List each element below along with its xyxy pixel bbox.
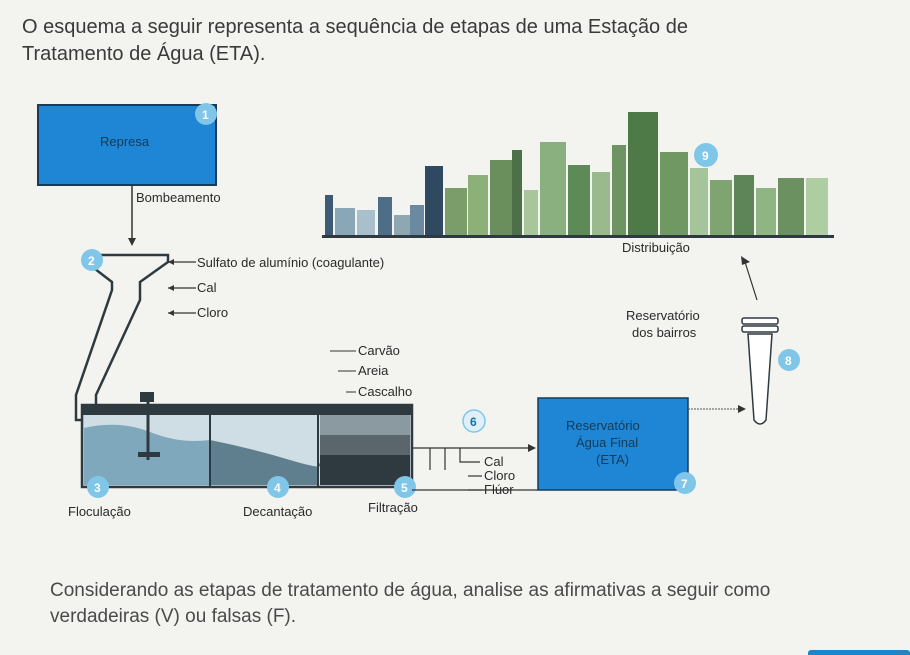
footer-text: Considerando as etapas de tratamento de …	[50, 578, 890, 630]
svg-text:6: 6	[470, 415, 477, 429]
footer-line-1: Considerando as etapas de tratamento de …	[50, 580, 771, 601]
step-badge-3: 3	[87, 476, 109, 498]
svg-text:1: 1	[202, 108, 209, 122]
sulfato-label: Sulfato de alumínio (coagulante)	[197, 255, 384, 270]
step-badge-2: 2	[81, 249, 103, 271]
bottom-accent-bar	[808, 650, 910, 655]
cal-label-bottom: Cal	[484, 454, 504, 469]
funnel	[74, 253, 170, 422]
svg-text:(ETA): (ETA)	[596, 452, 629, 467]
question-line-2: Tratamento de Água (ETA).	[22, 43, 266, 65]
footer-line-2: verdadeiras (V) ou falsas (F).	[50, 606, 297, 627]
final-dosing	[412, 447, 538, 491]
reservatorio-bairros-label-1: Reservatório	[626, 308, 700, 323]
bombeamento-label: Bombeamento	[136, 190, 221, 205]
city-skyline	[322, 112, 834, 238]
represa-label: Represa	[100, 134, 150, 149]
arrow-to-distribuicao	[744, 261, 758, 301]
question-line-1: O esquema a seguir representa a sequênci…	[22, 16, 688, 38]
step-badge-4: 4	[267, 476, 289, 498]
eta-diagram: Represa 1 Bombeamento 2 Sulfato de alumí…	[37, 103, 834, 519]
cal-label-top: Cal	[197, 280, 217, 295]
svg-text:5: 5	[401, 481, 408, 495]
step-badge-5: 5	[394, 476, 416, 498]
step-badge-7: 7	[674, 472, 696, 494]
step-badge-1: 1	[195, 103, 217, 125]
step-badge-6: 6	[462, 409, 486, 433]
distribuicao-label: Distribuição	[622, 240, 690, 255]
svg-text:Reservatório: Reservatório	[566, 418, 640, 433]
cloro-label-top: Cloro	[197, 305, 228, 320]
decantacao-label: Decantação	[243, 504, 312, 519]
question-text: O esquema a seguir representa a sequênci…	[22, 14, 892, 68]
cloro-label-bottom: Cloro	[484, 468, 515, 483]
svg-text:3: 3	[94, 481, 101, 495]
treatment-tanks	[80, 392, 414, 489]
reservatorio-final: Reservatório Água Final (ETA)	[537, 397, 689, 491]
step-badge-8: 8	[778, 349, 800, 371]
reservatorio-bairros-label-2: dos bairros	[632, 325, 697, 340]
represa-box: Represa	[37, 104, 217, 186]
svg-text:4: 4	[274, 481, 281, 495]
step-badge-9: 9	[694, 143, 718, 167]
svg-text:7: 7	[681, 477, 688, 491]
areia-label: Areia	[358, 363, 389, 378]
filter-leaders	[330, 350, 356, 393]
svg-text:Água Final: Água Final	[576, 435, 638, 450]
carvao-label: Carvão	[358, 343, 400, 358]
filtracao-label: Filtração	[368, 500, 418, 515]
cascalho-label: Cascalho	[358, 384, 412, 399]
fluor-label: Flúor	[484, 482, 514, 497]
reservatorio-bairros	[741, 317, 779, 425]
svg-text:8: 8	[785, 354, 792, 368]
floculacao-label: Floculação	[68, 504, 131, 519]
svg-text:9: 9	[702, 149, 709, 163]
svg-text:2: 2	[88, 254, 95, 268]
